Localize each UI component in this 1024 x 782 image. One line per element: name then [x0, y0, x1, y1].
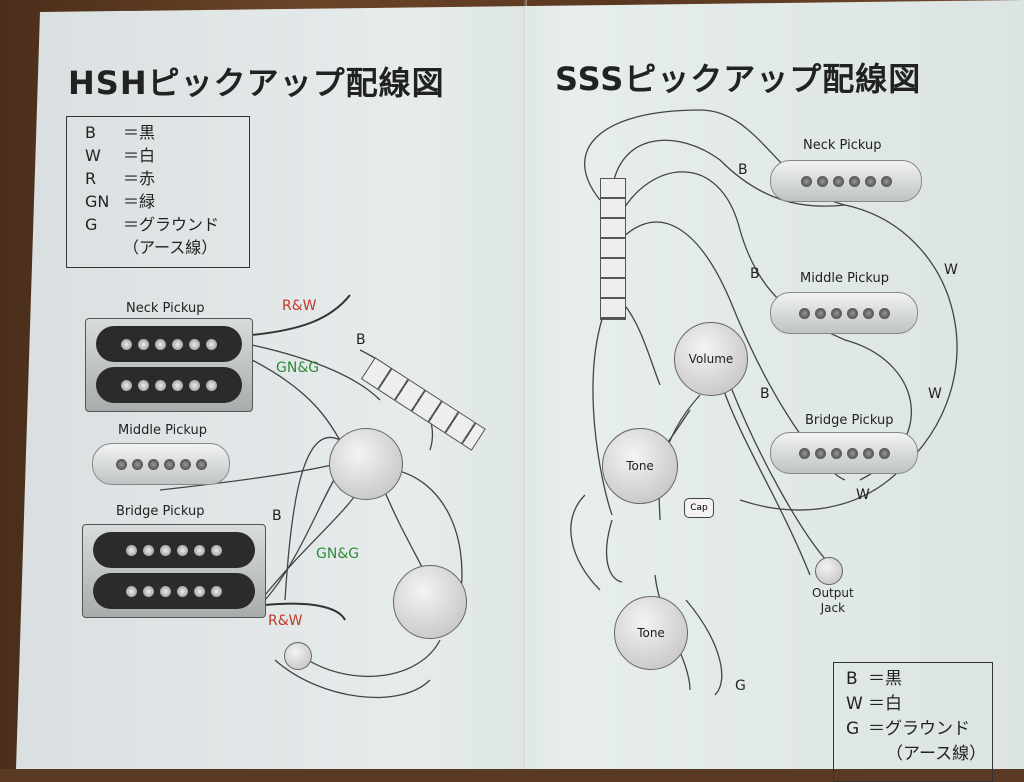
hsh-middle-pickup-label: Middle Pickup	[118, 423, 208, 438]
tone-label: Tone	[626, 459, 654, 473]
sss-volume-pot: Volume	[674, 322, 748, 396]
hsh-neck-pickup-label: Neck Pickup	[126, 301, 205, 316]
hsh-bridge-pickup-label: Bridge Pickup	[116, 504, 205, 519]
legend-row: （アース線）	[85, 236, 249, 259]
legend-key: B	[85, 123, 96, 142]
legend-key: G	[85, 215, 98, 234]
sss-capacitor: Cap	[684, 498, 714, 518]
legend-value: （アース線）	[123, 238, 218, 257]
hsh-wire-label-rw-bottom: R&W	[268, 613, 303, 629]
legend-key: W	[846, 694, 863, 714]
legend-row: R ＝赤	[85, 167, 249, 190]
legend-key: W	[85, 146, 101, 165]
sss-middle-pickup-label: Middle Pickup	[800, 271, 890, 286]
hsh-neck-humbucker	[85, 318, 253, 412]
wire-label-text: R&W	[282, 298, 317, 314]
sss-output-jack	[815, 557, 843, 585]
hsh-volume-pot	[329, 428, 403, 500]
sss-wire-label-b2: B	[750, 266, 760, 282]
sss-tone-pot-1: Tone	[602, 428, 678, 504]
legend-row: B ＝黒	[85, 121, 249, 144]
sss-wire-label-w3: W	[856, 487, 870, 503]
sss-middle-single-coil	[770, 292, 918, 334]
legend-value: ＝白	[868, 694, 902, 714]
legend-value: ＝白	[123, 146, 156, 165]
sss-neck-pickup-label: Neck Pickup	[803, 138, 882, 153]
legend-value: （アース線）	[886, 744, 987, 764]
legend-value: ＝赤	[123, 169, 156, 188]
legend-row: B ＝黒	[846, 667, 992, 692]
legend-key: R	[85, 169, 97, 188]
sss-5way-switch	[600, 178, 626, 320]
sss-bridge-single-coil	[770, 432, 918, 474]
hsh-wire-label-b-bridge: B	[272, 508, 282, 524]
legend-value: ＝グラウンド	[868, 719, 970, 739]
legend-row: GN ＝緑	[85, 190, 249, 213]
sss-tone-pot-2: Tone	[614, 596, 688, 670]
legend-key	[846, 742, 886, 767]
cap-label: Cap	[690, 503, 708, 513]
legend-key: G	[846, 719, 860, 739]
tone-label: Tone	[637, 626, 665, 640]
sss-wire-label-w2: W	[928, 386, 942, 402]
sss-wire-label-b1: B	[738, 162, 748, 178]
legend-key: GN	[85, 192, 110, 211]
legend-row: G ＝グラウンド	[85, 213, 249, 236]
hsh-wire-label-b-switch: B	[356, 332, 366, 348]
sss-color-legend: B ＝黒 W＝白 G ＝グラウンド （アース線）	[833, 662, 993, 782]
hsh-output-jack	[284, 642, 312, 670]
sss-output-jack-label: Output Jack	[812, 586, 854, 615]
hsh-color-legend: B ＝黒 W ＝白 R ＝赤 GN ＝緑 G ＝グラウンド （アース線）	[66, 116, 250, 268]
legend-value: ＝緑	[123, 192, 156, 211]
legend-value: ＝黒	[868, 669, 902, 689]
hsh-middle-single-coil	[92, 443, 230, 485]
hsh-bridge-humbucker	[82, 524, 266, 618]
hsh-wire-label-rw-top: R&W	[282, 298, 317, 314]
sss-diagram-title: SSSピックアップ配線図	[555, 60, 922, 98]
sss-wire-label-g: G	[735, 678, 746, 694]
legend-row: （アース線）	[846, 742, 992, 767]
sss-wire-label-b3: B	[760, 386, 770, 402]
hsh-wire-label-gng-bottom: GN&G	[316, 546, 360, 562]
legend-row: W ＝白	[85, 144, 249, 167]
legend-row: W＝白	[846, 692, 992, 717]
volume-label: Volume	[688, 352, 734, 366]
paper-fold-line	[523, 0, 527, 769]
hsh-tone-pot	[393, 565, 467, 639]
hsh-wire-label-gng-top: GN&G	[276, 360, 320, 376]
legend-key	[85, 236, 123, 259]
legend-key: B	[846, 669, 858, 689]
legend-value: ＝グラウンド	[123, 215, 220, 234]
sss-bridge-pickup-label: Bridge Pickup	[805, 413, 894, 428]
sss-neck-single-coil	[770, 160, 922, 202]
sss-wire-label-w1: W	[944, 262, 958, 278]
hsh-diagram-title: HSHピックアップ配線図	[68, 64, 445, 102]
legend-value: ＝黒	[123, 123, 156, 142]
legend-row: G ＝グラウンド	[846, 717, 992, 742]
